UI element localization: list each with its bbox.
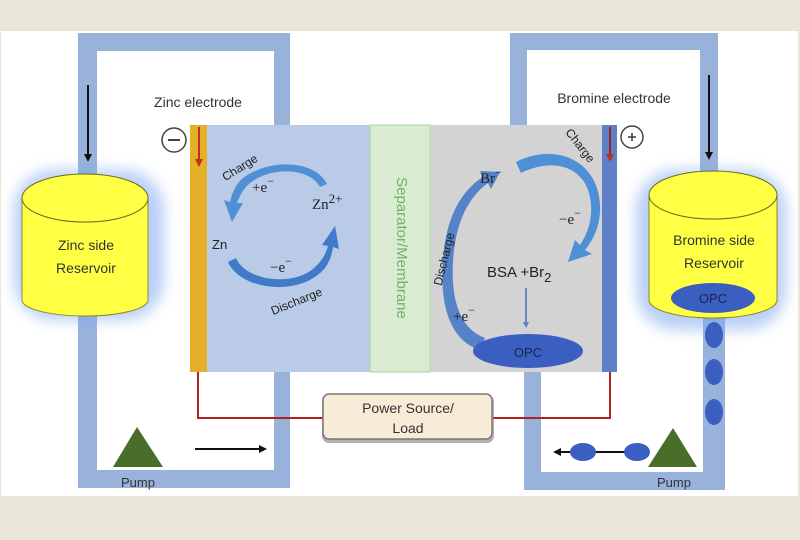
pump-right-icon (648, 428, 697, 467)
separator-label: Separator/Membrane (393, 177, 410, 319)
discharge-arrow-zinc (228, 226, 339, 288)
wire-right (493, 372, 611, 419)
bromine-electrode (602, 125, 617, 372)
zinc-minus-electron: −e− (270, 254, 292, 276)
zinc-ion: Zn2+ (312, 191, 343, 213)
zinc-plus-electron: +e− (252, 174, 274, 196)
positive-terminal-icon (620, 125, 644, 149)
opc-droplets-pipe (570, 322, 723, 461)
opc-reservoir-label: OPC (699, 291, 727, 306)
pump-right-label: Pump (657, 475, 691, 490)
zinc-reservoir: Zinc side Reservoir (14, 170, 164, 320)
bsa-bromine-complex: BSA +Br2 (487, 264, 551, 285)
bromine-reservoir-label: Bromine side (673, 232, 755, 248)
charge-arrow-zinc (224, 164, 327, 222)
wire-left (197, 372, 323, 419)
discharge-arrow-bromine (442, 171, 500, 350)
zinc-side-pipes (78, 33, 290, 488)
bromide-ion: Br− (480, 165, 502, 187)
zinc-electrode-label: Zinc electrode (154, 94, 242, 110)
opc-chamber-label: OPC (514, 345, 542, 360)
zinc-electrode (190, 125, 207, 372)
opc-droplet-chamber (473, 334, 583, 368)
pump-left-label: Pump (121, 475, 155, 490)
opc-droplet (624, 443, 650, 461)
opc-droplet (705, 322, 723, 348)
bromine-electrode-label: Bromine electrode (557, 90, 671, 106)
zinc-reservoir-label: Zinc side (58, 237, 114, 253)
bromine-minus-electron: −e− (559, 206, 581, 228)
bromine-plus-electron: +e− (453, 303, 475, 325)
pump-left-icon (113, 427, 163, 467)
bromine-reservoir: Bromine side Reservoir OPC (636, 170, 786, 330)
power-source-label: Power Source/ (362, 400, 454, 416)
opc-droplet-reservoir (671, 283, 755, 313)
bromine-reservoir-label-2: Reservoir (684, 255, 744, 271)
opc-droplet (705, 359, 723, 385)
charge-arrow-bromine (516, 153, 601, 262)
power-source-load: Power Source/ Load (322, 393, 494, 443)
negative-terminal-icon (161, 127, 187, 153)
zinc-metal: Zn (212, 237, 227, 252)
opc-droplet (705, 399, 723, 425)
power-load-label: Load (392, 420, 423, 436)
zinc-reservoir-label-2: Reservoir (56, 260, 116, 276)
bromine-side-pipes (510, 33, 725, 490)
separator-membrane (369, 124, 431, 373)
opc-droplet (570, 443, 596, 461)
